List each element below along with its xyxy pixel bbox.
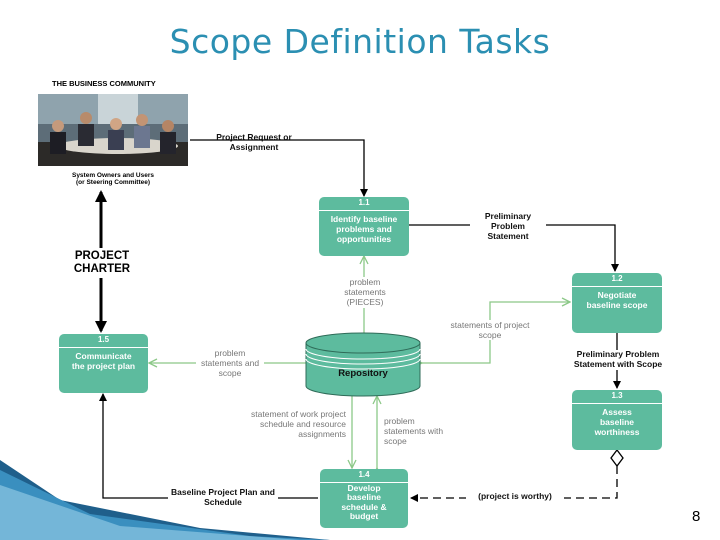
process-1-5: 1.5 Communicate the project plan bbox=[59, 334, 148, 393]
flow-project-worthy: (project is worthy) bbox=[466, 491, 564, 502]
process-1-5-label: Communicate the project plan bbox=[71, 350, 136, 371]
process-1-2-number: 1.2 bbox=[572, 273, 662, 287]
dataflow-problem-statements-with-scope: problem statements with scope bbox=[384, 416, 444, 447]
business-community-label: THE BUSINESS COMMUNITY bbox=[52, 79, 156, 88]
dataflow-problem-statements-pieces: problem statements (PIECES) bbox=[332, 277, 398, 308]
process-1-3-label: Assess baseline worthiness bbox=[594, 406, 640, 437]
process-1-2-label: Negotiate baseline scope bbox=[586, 289, 648, 310]
process-1-4: 1.4 Develop baseline schedule & budget bbox=[320, 469, 408, 528]
decorative-wave bbox=[0, 460, 330, 540]
project-request-arrow bbox=[190, 139, 368, 197]
project-charter-label: PROJECT CHARTER bbox=[73, 250, 131, 276]
flow-preliminary-problem-with-scope: Preliminary Problem Statement with Scope bbox=[556, 349, 680, 370]
system-owners-label: System Owners and Users (or Steering Com… bbox=[38, 172, 188, 187]
business-meeting-photo bbox=[38, 94, 188, 166]
repository-cylinder bbox=[305, 332, 421, 397]
slide-title: Scope Definition Tasks bbox=[169, 22, 551, 61]
decision-diamond bbox=[610, 448, 624, 468]
process-1-5-number: 1.5 bbox=[59, 334, 148, 348]
process-1-1-label: Identify baseline problems and opportuni… bbox=[330, 213, 398, 244]
system-owners-line-1: System Owners and Users bbox=[71, 172, 154, 179]
process-1-4-label: Develop baseline schedule & budget bbox=[341, 482, 387, 522]
dataflow-statement-of-work: statement of work project schedule and r… bbox=[251, 409, 346, 440]
process-1-2: 1.2 Negotiate baseline scope bbox=[572, 273, 662, 333]
dataflow-problem-statements-and-scope: problem statements and scope bbox=[196, 348, 264, 379]
dataflow-statements-of-scope: statements of project scope bbox=[448, 320, 532, 341]
process-1-1-number: 1.1 bbox=[319, 197, 409, 211]
repository-label: Repository bbox=[338, 368, 388, 379]
system-owners-line-2: (or Steering Committee) bbox=[75, 179, 151, 187]
page-number: 8 bbox=[692, 508, 701, 525]
flow-project-request: Project Request or Assignment bbox=[216, 132, 292, 152]
flow-baseline-plan: Baseline Project Plan and Schedule bbox=[168, 487, 278, 508]
process-1-3-number: 1.3 bbox=[572, 390, 662, 404]
flow-preliminary-problem: Preliminary Problem Statement bbox=[470, 211, 546, 242]
process-1-3: 1.3 Assess baseline worthiness bbox=[572, 390, 662, 450]
process-1-1: 1.1 Identify baseline problems and oppor… bbox=[319, 197, 409, 256]
process-1-4-number: 1.4 bbox=[320, 469, 408, 483]
